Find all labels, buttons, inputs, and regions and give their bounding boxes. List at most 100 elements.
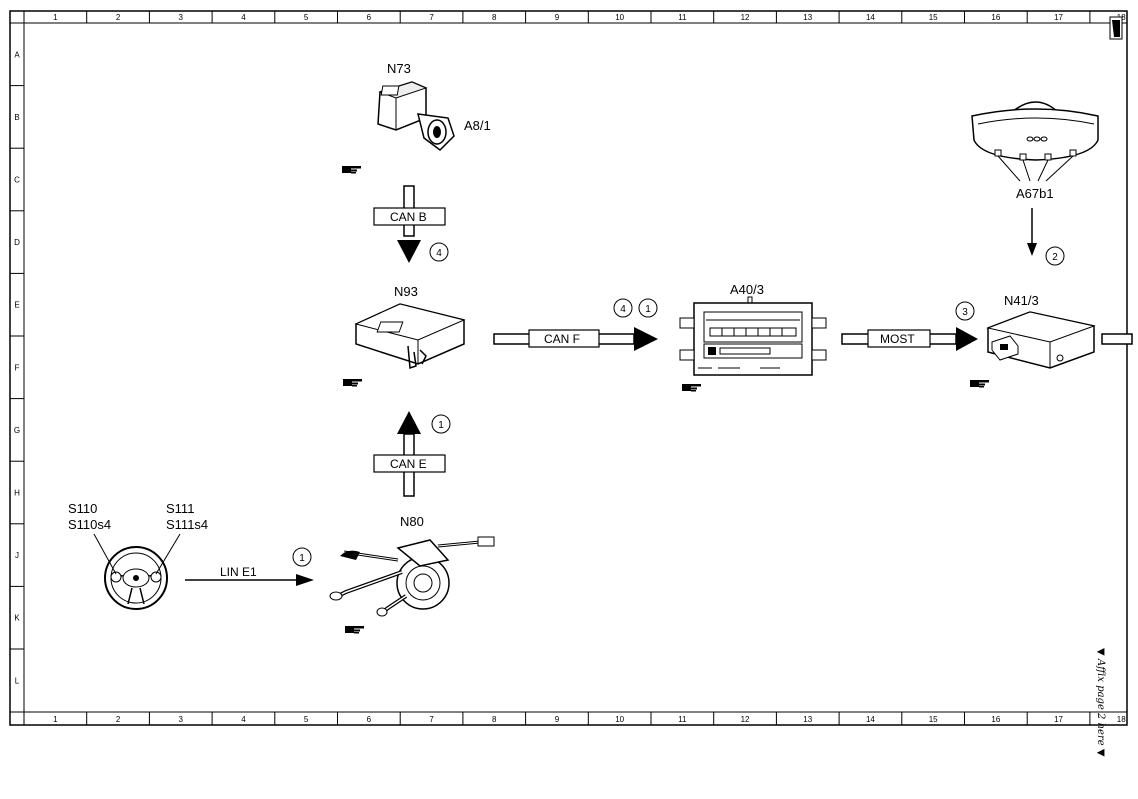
grid-row-C: C [14, 176, 20, 185]
hand-pointer-icon [342, 166, 361, 174]
grid-row-F: F [15, 363, 20, 372]
hand-pointer-icon [682, 384, 701, 392]
step-marker-a67b1 [1045, 246, 1065, 266]
grid-col-top-3: 3 [179, 13, 184, 22]
step-number-can-f-1: 4 [620, 304, 626, 315]
grid-row-J: J [15, 551, 19, 560]
lin-e1-arrow [185, 574, 314, 586]
margin-note-text: ▼ Affix page 2 here ▼ [1095, 648, 1106, 757]
hand-pointer-icon [345, 626, 364, 634]
grid-col-top-11: 11 [678, 13, 687, 22]
label-n73: N73 [387, 61, 411, 76]
label-s111: S111 [166, 501, 194, 516]
step-number-a67b1: 2 [1052, 252, 1058, 263]
grid-col-top-10: 10 [615, 13, 624, 22]
grid-col-bottom-16: 16 [991, 715, 1000, 724]
label-a67b1: A67b1 [1016, 186, 1054, 201]
grid-row-A: A [14, 50, 20, 59]
label-n80: N80 [400, 514, 424, 529]
grid-col-bottom-4: 4 [241, 715, 246, 724]
hand-pointer-icon [970, 380, 989, 388]
label-s110: S110 [68, 501, 97, 516]
grid-col-top-7: 7 [429, 13, 434, 22]
grid-col-top-15: 15 [929, 13, 938, 22]
grid-col-top-17: 17 [1054, 13, 1063, 22]
continuation-arrow [1101, 333, 1133, 345]
label-n93: N93 [394, 284, 418, 299]
step-marker-most [955, 301, 975, 321]
module-n41-3-device [986, 311, 1096, 369]
grid-column-ticks: 1122334455667788991010111112121313141415… [23, 11, 1126, 725]
grid-row-B: B [14, 113, 19, 122]
grid-col-bottom-12: 12 [741, 715, 750, 724]
step-marker-can-f-2 [638, 298, 658, 318]
grid-col-bottom-3: 3 [179, 715, 184, 724]
gateway-n93-device [354, 303, 466, 370]
hand-pointer-icons [342, 166, 989, 634]
label-s111s4: S111s4 [166, 517, 208, 532]
step-number-most: 3 [962, 307, 968, 318]
grid-col-bottom-2: 2 [116, 715, 121, 724]
grid-col-bottom-15: 15 [929, 715, 938, 724]
grid-col-top-13: 13 [803, 13, 812, 22]
grid-col-bottom-7: 7 [429, 715, 434, 724]
bus-label-lin-e1: LIN E1 [220, 565, 257, 579]
grid-col-top-12: 12 [741, 13, 750, 22]
grid-row-D: D [14, 238, 20, 247]
steering-column-module-n80-device [329, 536, 495, 617]
grid-col-bottom-9: 9 [555, 715, 560, 724]
grid-row-E: E [14, 301, 19, 310]
comand-unit-a40-3-device [679, 296, 827, 376]
bus-label-most: MOST [880, 332, 915, 346]
can-b-arrow [373, 185, 446, 263]
step-marker-can-f-1 [613, 298, 633, 318]
grid-col-top-4: 4 [241, 13, 246, 22]
grid-col-top-2: 2 [116, 13, 121, 22]
label-a8-1: A8/1 [464, 118, 491, 133]
grid-col-top-5: 5 [304, 13, 309, 22]
grid-col-top-1: 1 [53, 13, 58, 22]
bus-label-can-b: CAN B [390, 210, 427, 224]
step-number-can-e: 1 [438, 420, 444, 431]
grid-col-top-9: 9 [555, 13, 560, 22]
grid-col-top-16: 16 [991, 13, 1000, 22]
grid-col-bottom-18: 18 [1117, 715, 1126, 724]
label-a40-3: A40/3 [730, 282, 764, 297]
label-s110s4: S110s4 [68, 517, 111, 532]
grid-row-H: H [14, 489, 20, 498]
label-n41-3: N41/3 [1004, 293, 1039, 308]
bus-label-can-f: CAN F [544, 332, 580, 346]
grid-col-bottom-5: 5 [304, 715, 309, 724]
steering-wheel-device [93, 533, 181, 610]
grid-col-bottom-11: 11 [678, 715, 687, 724]
grid-col-bottom-10: 10 [615, 715, 624, 724]
grid-col-bottom-6: 6 [367, 715, 372, 724]
can-f-arrow [493, 327, 658, 351]
step-marker-lin-e1 [292, 547, 312, 567]
grid-col-top-6: 6 [367, 13, 372, 22]
step-marker-can-b [429, 242, 449, 262]
grid-row-K: K [14, 614, 20, 623]
grid-col-top-8: 8 [492, 13, 497, 22]
step-number-can-f-2: 1 [645, 304, 651, 315]
mirror-a67b1-device [971, 101, 1099, 182]
can-e-arrow [373, 411, 446, 497]
grid-col-bottom-1: 1 [53, 715, 58, 724]
bus-label-can-e: CAN E [390, 457, 427, 471]
grid-col-bottom-17: 17 [1054, 715, 1063, 724]
grid-col-bottom-8: 8 [492, 715, 497, 724]
grid-col-bottom-13: 13 [803, 715, 812, 724]
grid-col-top-14: 14 [866, 13, 875, 22]
inner-border [23, 22, 1128, 713]
frame-border [9, 10, 1128, 726]
grid-row-L: L [15, 676, 20, 685]
hand-pointer-icon [343, 379, 362, 387]
step-marker-can-e [431, 414, 451, 434]
ignition-switch-n73-device [377, 81, 455, 151]
grid-col-bottom-14: 14 [866, 715, 875, 724]
margin-note: ▼ Affix page 2 here ▼ [1095, 648, 1120, 768]
most-arrow [841, 327, 978, 351]
a67b1-arrow [1027, 208, 1037, 256]
